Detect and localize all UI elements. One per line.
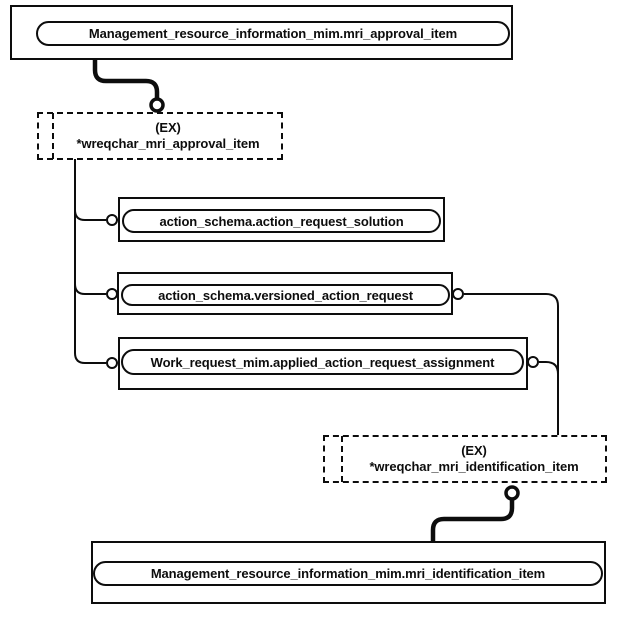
branch-line-versioned xyxy=(74,283,106,295)
entity-applied-action-request-assignment-label: Work_request_mim.applied_action_request_… xyxy=(150,354,495,370)
page-ref-approval-tag: (EX) xyxy=(155,120,181,135)
relationship-circle-icon xyxy=(452,288,464,300)
page-ref-identification-label: *wreqchar_mri_identification_item xyxy=(369,459,579,474)
connector-circle-icon xyxy=(504,485,520,501)
trunk-line xyxy=(74,159,106,364)
entity-action-request-solution-stadium: action_schema.action_request_solution xyxy=(122,209,441,233)
relationship-circle-icon xyxy=(106,357,118,369)
schema-ref-mri-identification-item-box: Management_resource_information_mim.mri_… xyxy=(91,541,606,604)
connector-curve xyxy=(430,500,515,542)
page-ref-divider xyxy=(52,113,54,159)
entity-applied-action-request-assignment-box: Work_request_mim.applied_action_request_… xyxy=(118,337,528,390)
schema-ref-mri-approval-item-label: Management_resource_information_mim.mri_… xyxy=(88,26,458,41)
branch-line-solution xyxy=(74,209,106,221)
relationship-circle-icon xyxy=(106,214,118,226)
page-ref-divider xyxy=(341,436,343,482)
relationship-circle-icon xyxy=(106,288,118,300)
entity-versioned-action-request-box: action_schema.versioned_action_request xyxy=(117,272,453,315)
connector-top-to-approval-pageref xyxy=(92,59,165,113)
relationship-circle-icon xyxy=(527,356,539,368)
page-ref-wreqchar-mri-identification-item: (EX) *wreqchar_mri_identification_item xyxy=(323,435,607,483)
entity-action-request-solution-box: action_schema.action_request_solution xyxy=(118,197,445,242)
schema-ref-mri-identification-item-stadium: Management_resource_information_mim.mri_… xyxy=(93,561,603,586)
connector-curve xyxy=(92,59,160,98)
page-ref-identification-tag: (EX) xyxy=(461,443,487,458)
connector-circle-icon xyxy=(149,97,165,113)
entity-action-request-solution-label: action_schema.action_request_solution xyxy=(159,213,404,229)
connector-pageref-to-entities xyxy=(74,159,118,369)
connector-identification-pageref-to-bottom xyxy=(430,485,520,542)
entity-applied-action-request-assignment-stadium: Work_request_mim.applied_action_request_… xyxy=(121,349,524,375)
schema-ref-mri-approval-item-stadium: Management_resource_information_mim.mri_… xyxy=(36,21,510,46)
schema-ref-mri-identification-item-label: Management_resource_information_mim.mri_… xyxy=(150,566,546,581)
assignment-to-pageref-line xyxy=(539,361,559,375)
schema-ref-mri-approval-item-box: Management_resource_information_mim.mri_… xyxy=(10,5,513,60)
entity-versioned-action-request-stadium: action_schema.versioned_action_request xyxy=(121,284,450,306)
page-ref-approval-label: *wreqchar_mri_approval_item xyxy=(76,136,260,151)
page-ref-wreqchar-mri-approval-item: (EX) *wreqchar_mri_approval_item xyxy=(37,112,283,160)
entity-versioned-action-request-label: action_schema.versioned_action_request xyxy=(158,287,413,303)
